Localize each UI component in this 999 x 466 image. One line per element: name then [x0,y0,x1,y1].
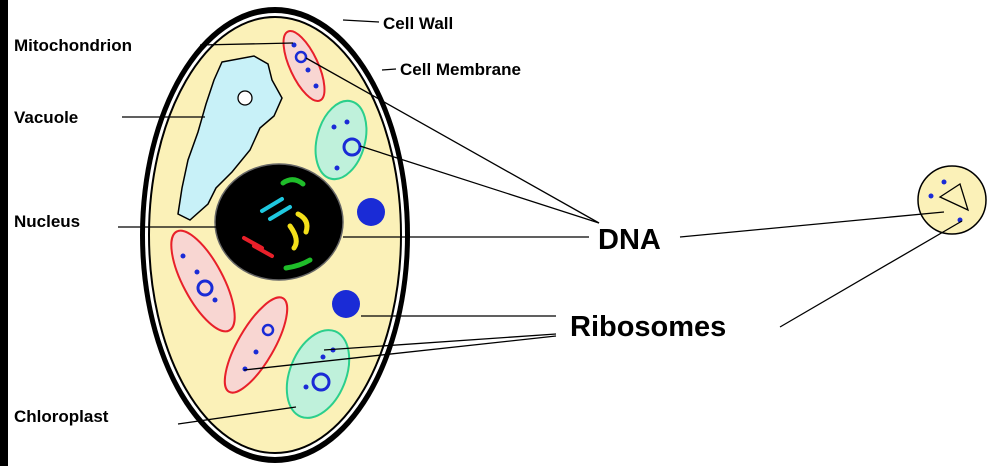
label-nucleus: Nucleus [14,212,80,231]
ribosomes-pointer [780,221,962,327]
label-dna: DNA [598,224,661,256]
ribosome [357,198,385,226]
ribosome [332,290,360,318]
label-ribosomes: Ribosomes [570,311,726,343]
label-chloroplast: Chloroplast [14,407,109,426]
dna-pointer [680,212,944,237]
cell-wall-pointer [343,20,379,22]
label-mitochondrion: Mitochondrion [14,36,132,55]
label-cell-wall: Cell Wall [383,14,453,33]
left-border [0,0,8,466]
bacterium [918,166,986,234]
vacuole-granule [238,91,252,105]
cell-membrane-pointer [382,69,396,70]
label-vacuole: Vacuole [14,108,78,127]
nucleus [215,164,343,280]
label-cell-membrane: Cell Membrane [400,60,521,79]
